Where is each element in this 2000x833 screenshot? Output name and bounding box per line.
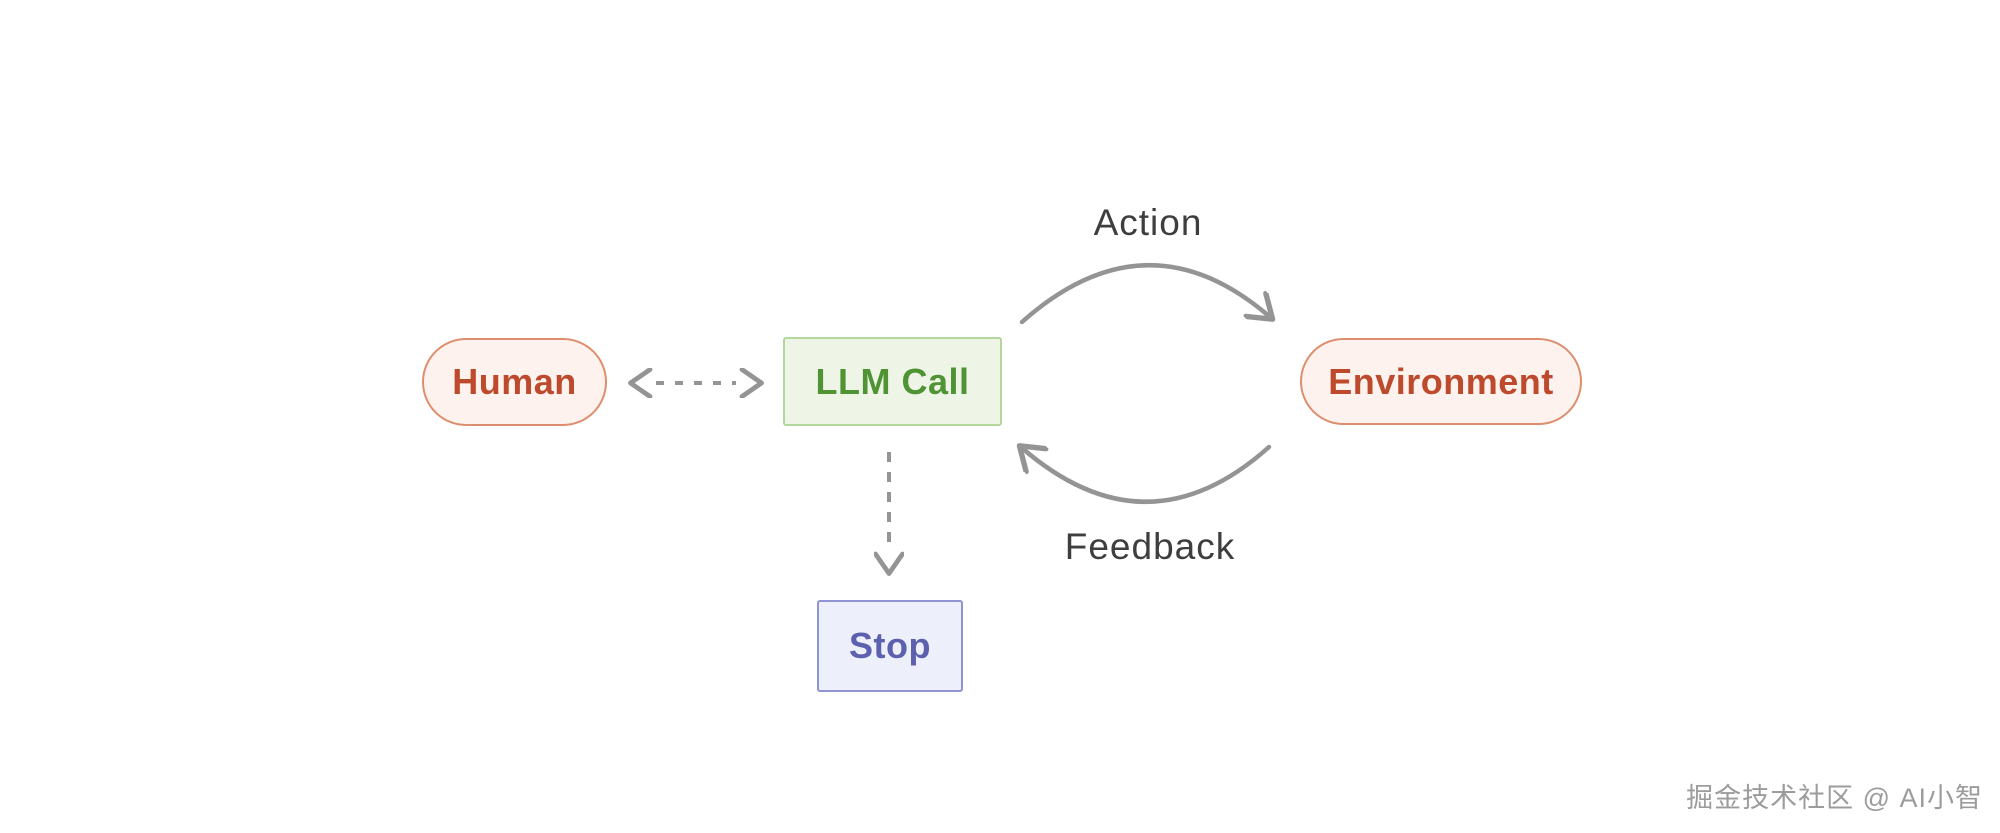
action-edge-label: Action — [1093, 202, 1203, 243]
feedback-edge-label: Feedback — [1064, 526, 1236, 567]
llm-call-node: LLM Call — [783, 337, 1002, 426]
stop-node: Stop — [817, 600, 963, 692]
stop-node-label: Stop — [849, 625, 931, 666]
action-arc-arrow — [1019, 263, 1270, 325]
llm-call-node-label: LLM Call — [815, 360, 970, 402]
feedback-arc-arrow — [1022, 447, 1272, 504]
watermark-text: 掘金技术社区 @ AI小智 — [1686, 783, 1983, 813]
environment-node: Environment — [1300, 338, 1582, 425]
environment-node-label: Environment — [1328, 360, 1554, 402]
human-node-label: Human — [452, 361, 577, 402]
human-node: Human — [422, 338, 607, 426]
